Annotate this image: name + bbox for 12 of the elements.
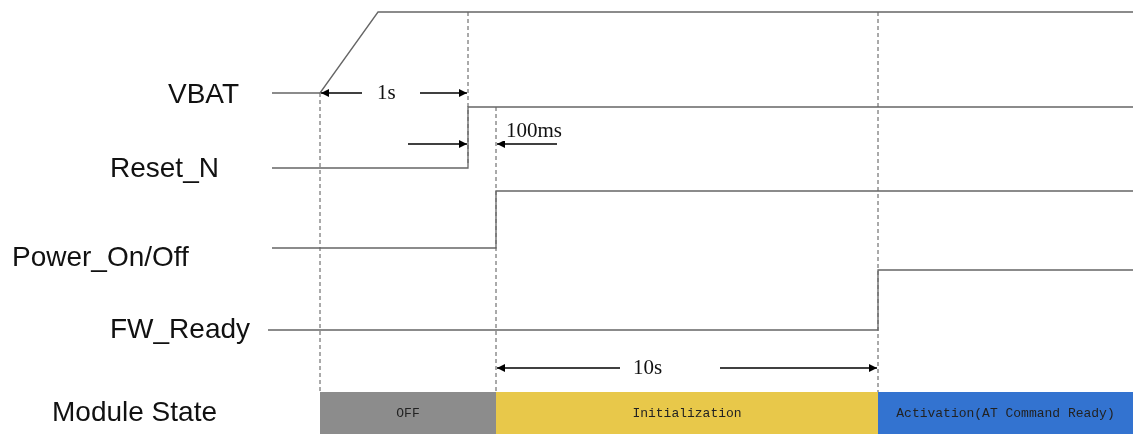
state-bar [878, 392, 1133, 434]
state-bar [320, 392, 496, 434]
dimension-label: 100ms [503, 120, 565, 141]
signal-name: FW_Ready [110, 315, 251, 343]
signal-name: Reset_N [110, 154, 219, 182]
state-bar [496, 392, 878, 434]
signal-name: Power_On/Off [12, 243, 189, 271]
signal-name: Module State [52, 398, 217, 426]
state-label: Activation(AT Command Ready) [896, 405, 1115, 421]
state-label: OFF [396, 405, 420, 421]
signal-name: VBAT [168, 80, 240, 108]
state-label: Initialization [632, 405, 742, 421]
